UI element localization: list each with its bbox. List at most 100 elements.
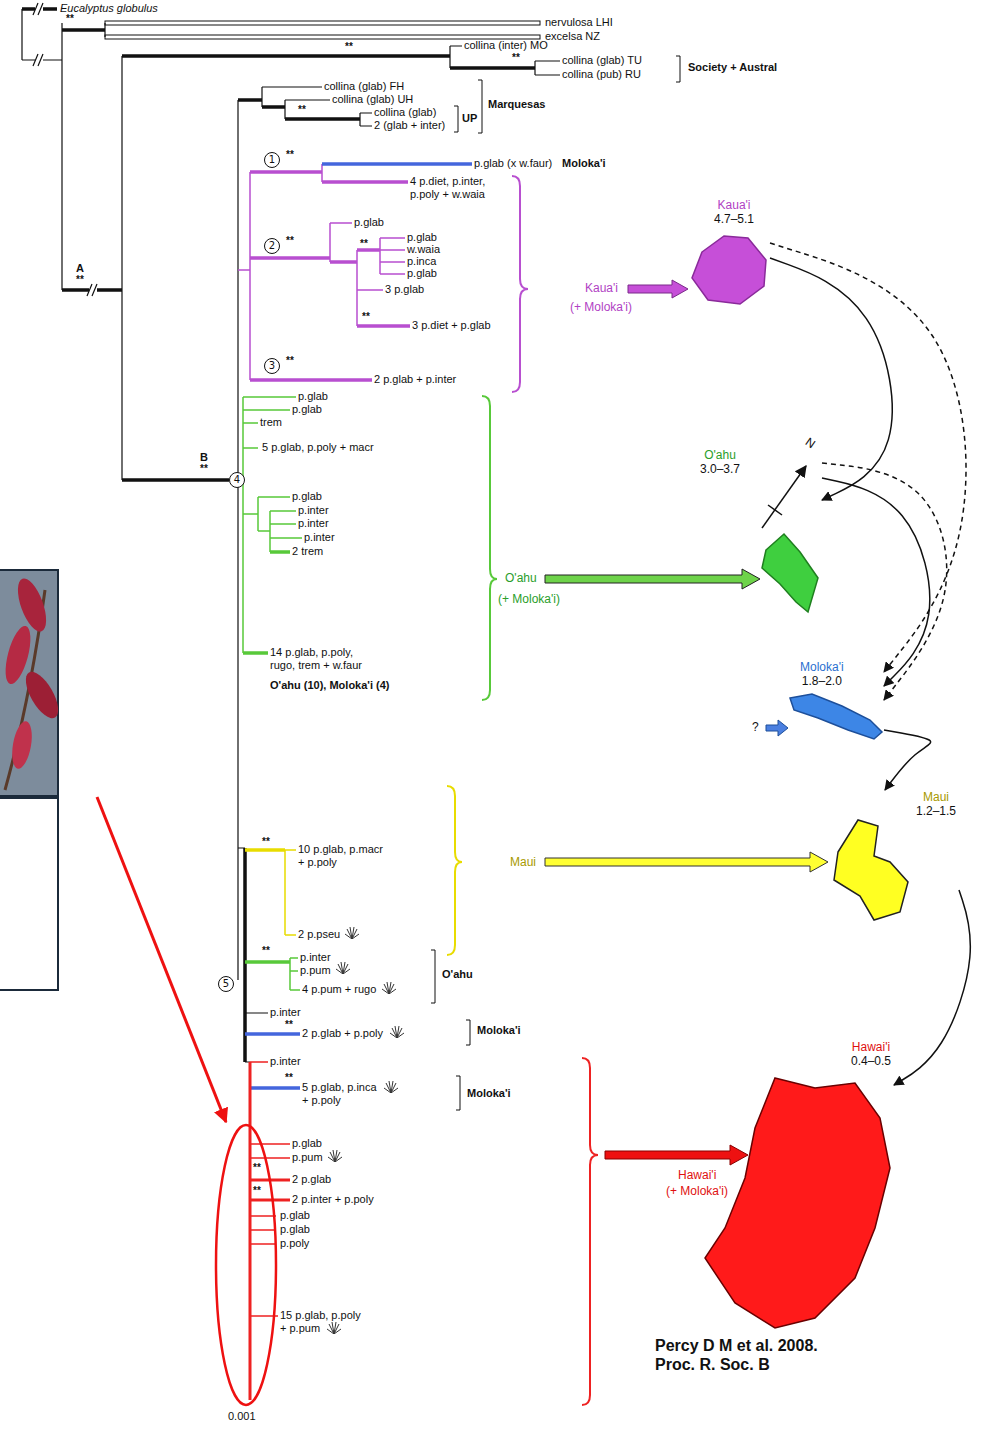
taxon-label: 4 p.pum + rugo [302,983,376,996]
taxon-label: p.inter [304,531,335,544]
node-letter: B [200,451,208,464]
branch-bar [105,35,540,39]
dispersal-arrow [822,478,930,686]
island-caption: Maui1.2–1.5 [916,790,956,818]
island-caption: O'ahu3.0–3.7 [700,448,740,476]
taxon-label: p.poly [280,1237,309,1250]
taxon-label: 4 p.diet, p.inter, p.poly + w.waia [410,175,505,201]
break-slash [33,54,43,66]
north-arrow-tick [768,505,782,515]
taxon-label: 10 p.glab, p.macr + p.poly [298,843,388,869]
region-label: Society + Austral [688,61,777,74]
break-slash [87,284,97,296]
node-number: 1 [269,155,275,165]
island-age: 3.0–3.7 [700,462,740,476]
clade-label: Hawai'i [678,1168,716,1182]
taxon-label: p.inter [300,951,331,964]
island-shape [790,694,882,739]
support-value: ** [360,239,368,249]
block-arrow [545,569,760,589]
clade-bracket [582,1058,598,1405]
taxon-label: 15 p.glab, p.poly + p.pum [280,1309,365,1335]
taxon-label: 14 p.glab, p.poly, rugo, trem + w.faur [270,646,370,672]
dispersal-arrow [884,730,931,790]
taxon-label: p.inter [270,1055,301,1068]
support-value: ** [286,236,294,246]
clade-label: (+ Moloka'i) [570,300,632,314]
support-value: ** [512,53,520,63]
island-map: Moloka'i1.8–2.0 [790,660,884,741]
grass-icon [345,927,359,939]
island-name: O'ahu [700,448,740,462]
region-label: Moloka'i [467,1087,511,1100]
taxon-label: 2 p.pseu [298,928,340,941]
support-value: ** [345,42,353,52]
dispersal-arrow [894,890,970,1085]
taxon-label: p.glab [298,390,328,403]
island-shape [762,534,818,612]
photo-leaf [9,720,35,770]
taxon-label: excelsa NZ [545,30,600,43]
clade-label: O'ahu [505,571,537,585]
island-shape [692,236,766,304]
photo-inset [0,570,65,796]
region-label: Moloka'i [562,157,606,170]
taxon-label: p.glab [292,1137,322,1150]
taxon-label: 2 trem [292,545,323,558]
taxon-label: trem [260,416,282,429]
support-value: ** [66,14,74,24]
north-arrow [762,466,806,528]
tree-branch [22,9,535,1062]
taxon-label: 3 p.diet + p.glab [412,319,491,332]
tree-branch [243,397,302,990]
grass-icon [384,1081,398,1093]
taxon-label: p.glab [292,403,322,416]
taxon-label: p.inca [407,255,436,268]
taxon-label: p.pum [292,1151,323,1164]
tree-branch [22,9,560,1062]
island-map: Hawai'i0.4–0.5 [705,1040,894,1330]
grass-icon [382,982,396,994]
taxon-label: collina (inter) MO [464,39,548,52]
island-caption: Kaua'i4.7–5.1 [714,198,754,226]
support-value: ** [286,356,294,366]
taxon-label: nervulosa LHI [545,16,613,29]
taxon-label: 2 (glab + inter) [374,119,445,132]
taxon-label: collina (glab) [374,106,436,119]
taxon-label: collina (glab) TU [562,54,642,67]
node-circle: 5 [218,976,234,992]
island-map: Maui1.2–1.5 [830,790,959,924]
support-value: ** [286,150,294,160]
tree-branch [245,848,285,852]
island-name: Hawai'i [851,1040,891,1054]
region-label: Marquesas [488,98,545,111]
region-label: UP [462,112,477,125]
grass-icon [336,962,350,974]
support-value: ** [200,464,208,474]
block-arrow [545,852,828,872]
grass-icon [327,1322,341,1334]
pointer-arrow [97,797,226,1122]
clade-bracket [512,176,528,392]
tree-branch [250,1062,290,1316]
island-outline [705,1040,894,1330]
tree-branch [250,172,410,380]
node-circle: 3 [264,358,280,374]
clade-label: Kaua'i [585,281,618,295]
island-caption: Hawai'i0.4–0.5 [851,1040,891,1068]
taxon-label: p.inter [298,517,329,530]
taxon-label: collina (glab) FH [324,80,404,93]
support-value: ** [262,946,270,956]
text-box-frame [0,798,58,990]
taxon-label: p.glab [407,231,437,244]
island-map: O'ahu3.0–3.7 [700,448,822,616]
island-caption: Moloka'i1.8–2.0 [800,660,844,688]
taxon-label: w.waia [407,243,440,256]
taxon-label: 2 p.inter + p.poly [292,1193,374,1206]
island-age: 0.4–0.5 [851,1054,891,1068]
tree-branch [238,164,405,380]
taxon-label: p.inter [270,1006,301,1019]
highlight-oval [216,1125,276,1405]
